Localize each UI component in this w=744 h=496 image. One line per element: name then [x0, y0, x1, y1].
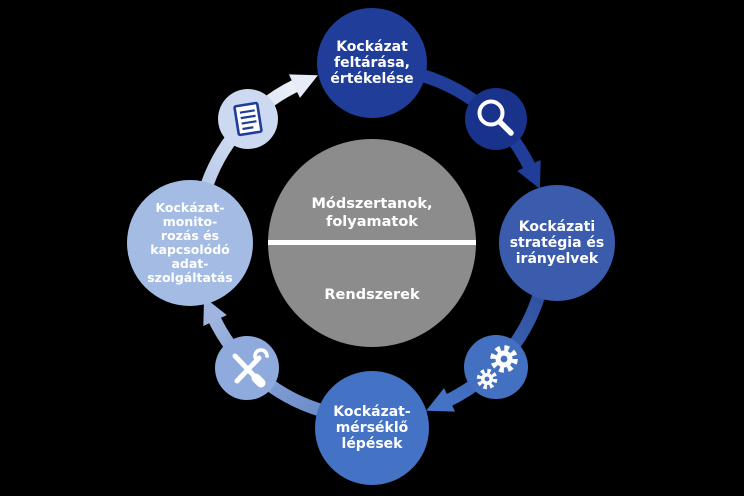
- node-risk-monitoring-label: Kockázat- monito- rozás és kapcsolódó ad…: [147, 200, 233, 285]
- center-top-label: Módszertanok, folyamatok: [311, 195, 433, 230]
- center-bottom-half: Rendszerek: [268, 243, 476, 347]
- tools-icon: [215, 336, 279, 400]
- node-risk-discovery-label: Kockázat feltárása, értékelése: [330, 38, 414, 88]
- center-top-half: Módszertanok, folyamatok: [268, 139, 476, 243]
- node-risk-strategy: Kockázati stratégia és irányelvek: [499, 185, 615, 301]
- magnifier-icon: [465, 88, 527, 150]
- node-risk-monitoring: Kockázat- monito- rozás és kapcsolódó ad…: [127, 180, 253, 306]
- node-risk-discovery: Kockázat feltárása, értékelése: [317, 8, 427, 118]
- document-icon: [218, 89, 278, 149]
- node-risk-mitigation-label: Kockázat- mérséklő lépések: [333, 403, 411, 453]
- node-risk-strategy-label: Kockázati stratégia és irányelvek: [509, 218, 605, 268]
- gears-icon: [464, 335, 528, 399]
- center-divider-line: [268, 240, 476, 245]
- center-methods-systems-circle: Módszertanok, folyamatok Rendszerek: [268, 139, 476, 347]
- node-risk-mitigation: Kockázat- mérséklő lépések: [315, 371, 429, 485]
- center-bottom-label: Rendszerek: [324, 286, 420, 303]
